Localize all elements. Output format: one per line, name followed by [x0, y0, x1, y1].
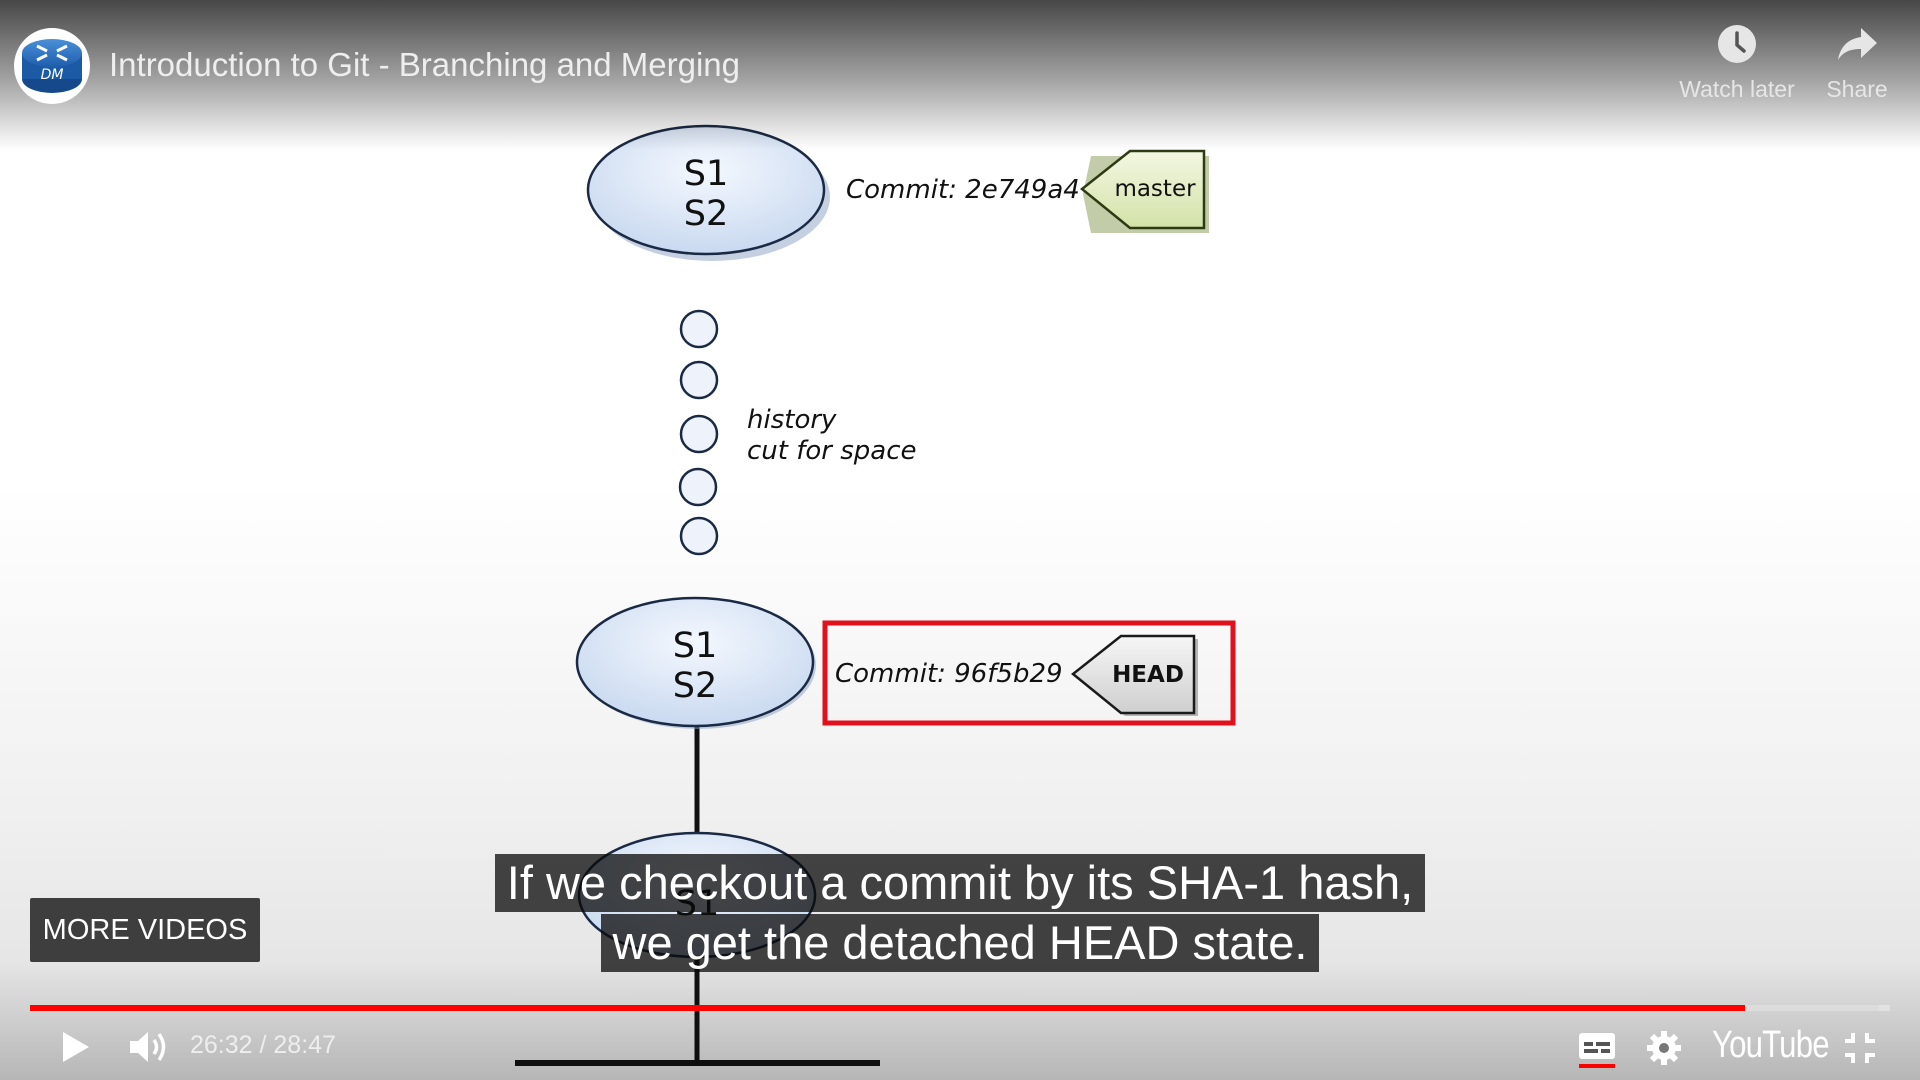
- bottom-overlay: [0, 960, 1920, 1080]
- youtube-logo[interactable]: YouTube: [1712, 1024, 1830, 1066]
- channel-avatar[interactable]: DM: [14, 28, 90, 104]
- video-title[interactable]: Introduction to Git - Branching and Merg…: [109, 46, 741, 83]
- head-tag: [1071, 634, 1196, 715]
- share-button[interactable]: Share: [1782, 22, 1920, 103]
- node-label: S1: [673, 626, 718, 666]
- history-dot: [678, 467, 718, 507]
- top-overlay: [0, 0, 1920, 150]
- commit-node-middle: [575, 596, 815, 728]
- watch-later-button[interactable]: Watch later: [1662, 22, 1812, 103]
- history-dot: [679, 309, 719, 349]
- node-label: S1: [684, 154, 729, 194]
- commit-hash-label: Commit: 96f5b29: [835, 659, 1063, 689]
- progress-bar[interactable]: [30, 1005, 1890, 1011]
- watch-later-label: Watch later: [1679, 76, 1795, 102]
- settings-button[interactable]: [1642, 1026, 1686, 1070]
- play-button[interactable]: [52, 1026, 98, 1068]
- share-label: Share: [1826, 76, 1888, 102]
- highlight-box: [822, 620, 1236, 726]
- exit-fullscreen-icon: [1845, 1033, 1875, 1063]
- history-note: cut for space: [747, 436, 917, 466]
- history-note: history: [747, 405, 837, 435]
- exit-fullscreen-button[interactable]: [1838, 1026, 1882, 1070]
- node-label: S2: [673, 666, 718, 706]
- more-videos-button[interactable]: MORE VIDEOS: [30, 898, 260, 962]
- svg-text:DM: DM: [41, 67, 64, 83]
- volume-icon: [130, 1032, 166, 1062]
- history-dot: [679, 360, 719, 400]
- commit-hash-label: Commit: 2e749a4: [846, 175, 1080, 205]
- history-dot: [679, 414, 719, 454]
- node-label: S1: [675, 884, 720, 924]
- time-display: 26:32 / 28:47: [190, 1031, 336, 1059]
- history-dot: [679, 516, 719, 556]
- node-label: S2: [684, 194, 729, 234]
- gear-icon: [1647, 1031, 1681, 1065]
- clock-icon: [1718, 25, 1756, 63]
- volume-button[interactable]: [124, 1026, 176, 1068]
- play-icon: [63, 1032, 89, 1062]
- head-tag-label: HEAD: [1112, 662, 1184, 688]
- share-icon: [1838, 28, 1877, 60]
- subtitles-button[interactable]: [1574, 1026, 1620, 1070]
- history-dots: [678, 309, 719, 556]
- progress-played: [30, 1005, 1745, 1011]
- master-tag-label: master: [1114, 176, 1196, 202]
- channel-logo-icon: DM: [22, 39, 82, 93]
- master-branch-tag: [1080, 149, 1206, 230]
- subtitles-icon: [1579, 1033, 1615, 1068]
